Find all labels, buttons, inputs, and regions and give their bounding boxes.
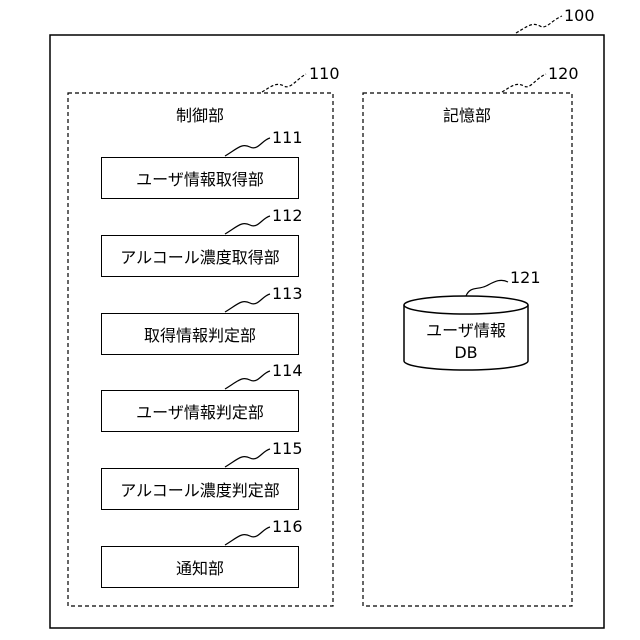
control-leader (262, 74, 306, 92)
system-leader (516, 16, 562, 33)
storage-ref-label: 120 (548, 66, 579, 82)
control-section-title: 制御部 (150, 102, 250, 126)
unit-leader-115 (225, 449, 270, 467)
db-label-line1: ユーザ情報 (404, 321, 528, 341)
unit-notification: 通知部 (101, 546, 299, 588)
unit-alcohol-concentration-acquisition: アルコール濃度取得部 (101, 235, 299, 277)
unit-leader-111 (225, 138, 270, 156)
unit-ref-label: 114 (272, 363, 303, 379)
unit-ref-label: 112 (272, 208, 303, 224)
unit-user-info-acquisition: ユーザ情報取得部 (101, 157, 299, 199)
storage-leader (502, 74, 546, 92)
db-label-line2: DB (404, 343, 528, 363)
unit-leader-114 (225, 371, 270, 389)
unit-ref-label: 113 (272, 286, 303, 302)
unit-ref-label: 115 (272, 441, 303, 457)
db-leader (466, 280, 508, 296)
unit-alcohol-concentration-judgment: アルコール濃度判定部 (101, 468, 299, 510)
unit-acquired-info-judgment: 取得情報判定部 (101, 313, 299, 355)
control-ref-label: 110 (309, 66, 340, 82)
unit-leader-112 (225, 216, 270, 234)
storage-section-title: 記憶部 (417, 102, 517, 126)
db-ref-label: 121 (510, 270, 541, 286)
system-ref-label: 100 (564, 8, 595, 24)
unit-ref-label: 116 (272, 519, 303, 535)
unit-user-info-judgment: ユーザ情報判定部 (101, 390, 299, 432)
unit-leader-116 (225, 527, 270, 545)
unit-leader-113 (225, 294, 270, 312)
unit-ref-label: 111 (272, 130, 303, 146)
